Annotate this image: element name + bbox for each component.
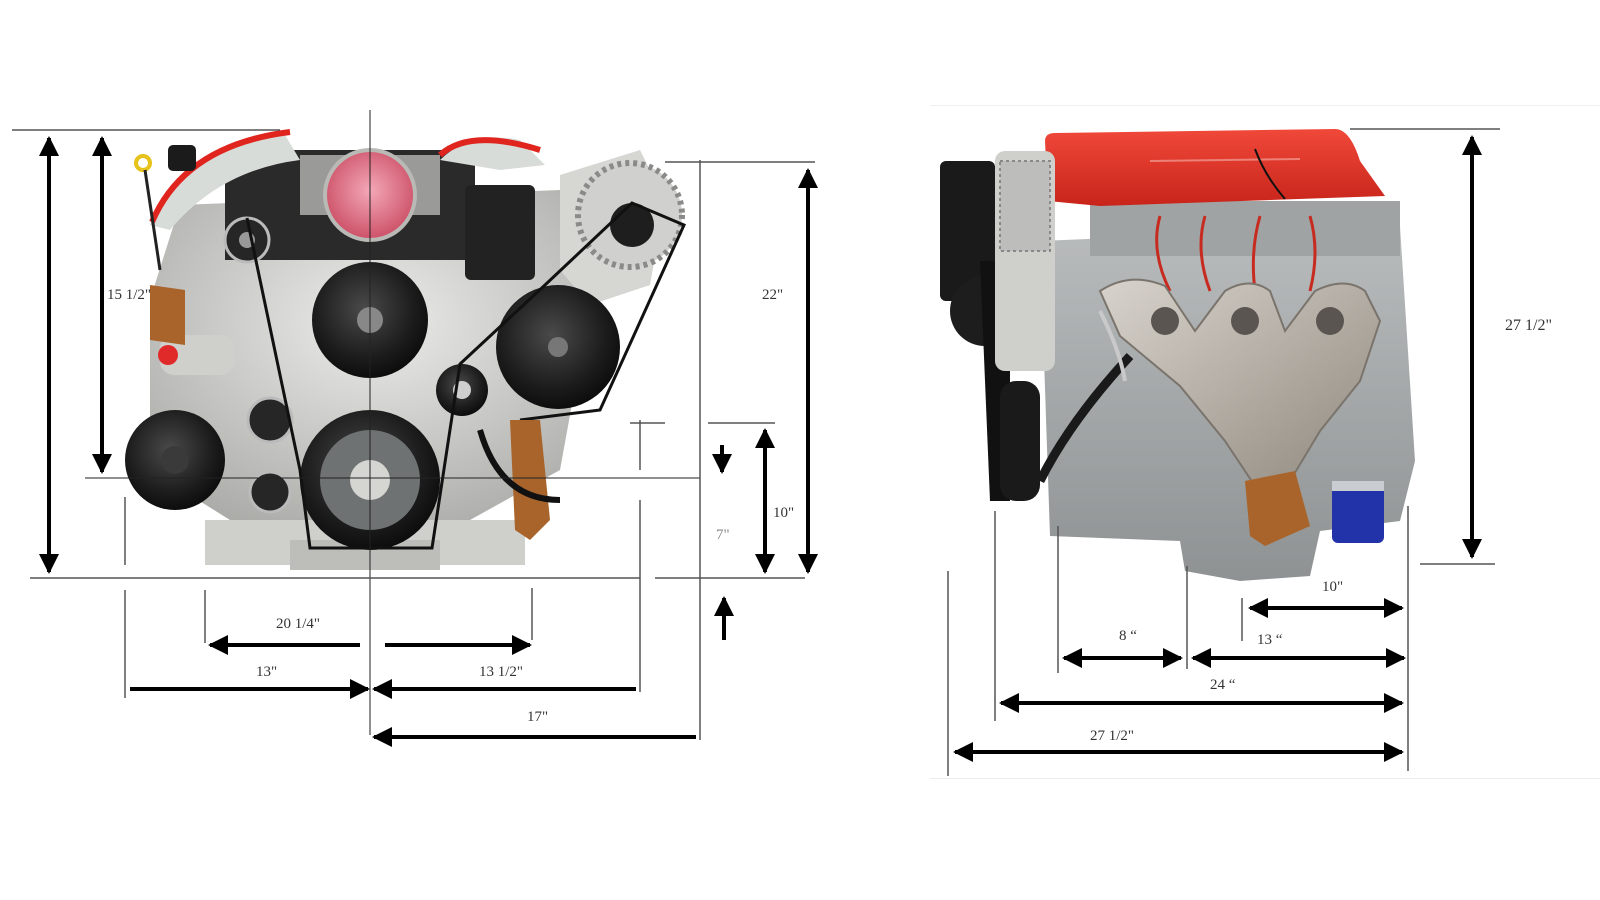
dim-inner-width-label: 20 1/4" — [276, 616, 321, 632]
side-block-length-label: 24 “ — [1210, 677, 1236, 693]
centerlines — [85, 110, 700, 735]
side-view-drawing — [940, 128, 1500, 776]
front-view-drawing — [12, 110, 818, 747]
side-rear-segment-label: 13 “ — [1257, 632, 1283, 648]
side-overall-height-label: 27 1/2" — [1505, 317, 1552, 334]
dimension-arrows — [39, 136, 818, 747]
side-rear-offset-label: 10" — [1322, 579, 1344, 595]
side-view-diagram: 27 1/2" 10" 8 “ 13 “ 24 “ 27 1/2" — [930, 105, 1600, 779]
dim-right-half-width-label: 13 1/2" — [479, 664, 524, 680]
side-extension-lines — [947, 128, 1500, 776]
dim-lower-right-height-label: 10" — [773, 505, 795, 521]
dim-upper-height-label: 15 1/2" — [107, 287, 152, 303]
side-dimension-arrows — [953, 135, 1482, 762]
dim-right-total-height-label: 22" — [762, 287, 784, 303]
side-overall-length-label: 27 1/2" — [1090, 728, 1135, 744]
engine-front-illustration — [125, 129, 687, 570]
dim-lower-inner-height-label: 7" — [716, 527, 730, 543]
engine-side-illustration — [940, 129, 1415, 581]
front-view-diagram: 15 1/2" 22" 10" 7" 20 1/4" 13" 13 1/2" 1… — [12, 110, 818, 747]
extension-lines — [12, 129, 815, 740]
side-front-segment-label: 8 “ — [1119, 628, 1137, 644]
dim-left-half-width-label: 13" — [256, 664, 278, 680]
dim-right-overall-width-label: 17" — [527, 709, 549, 725]
